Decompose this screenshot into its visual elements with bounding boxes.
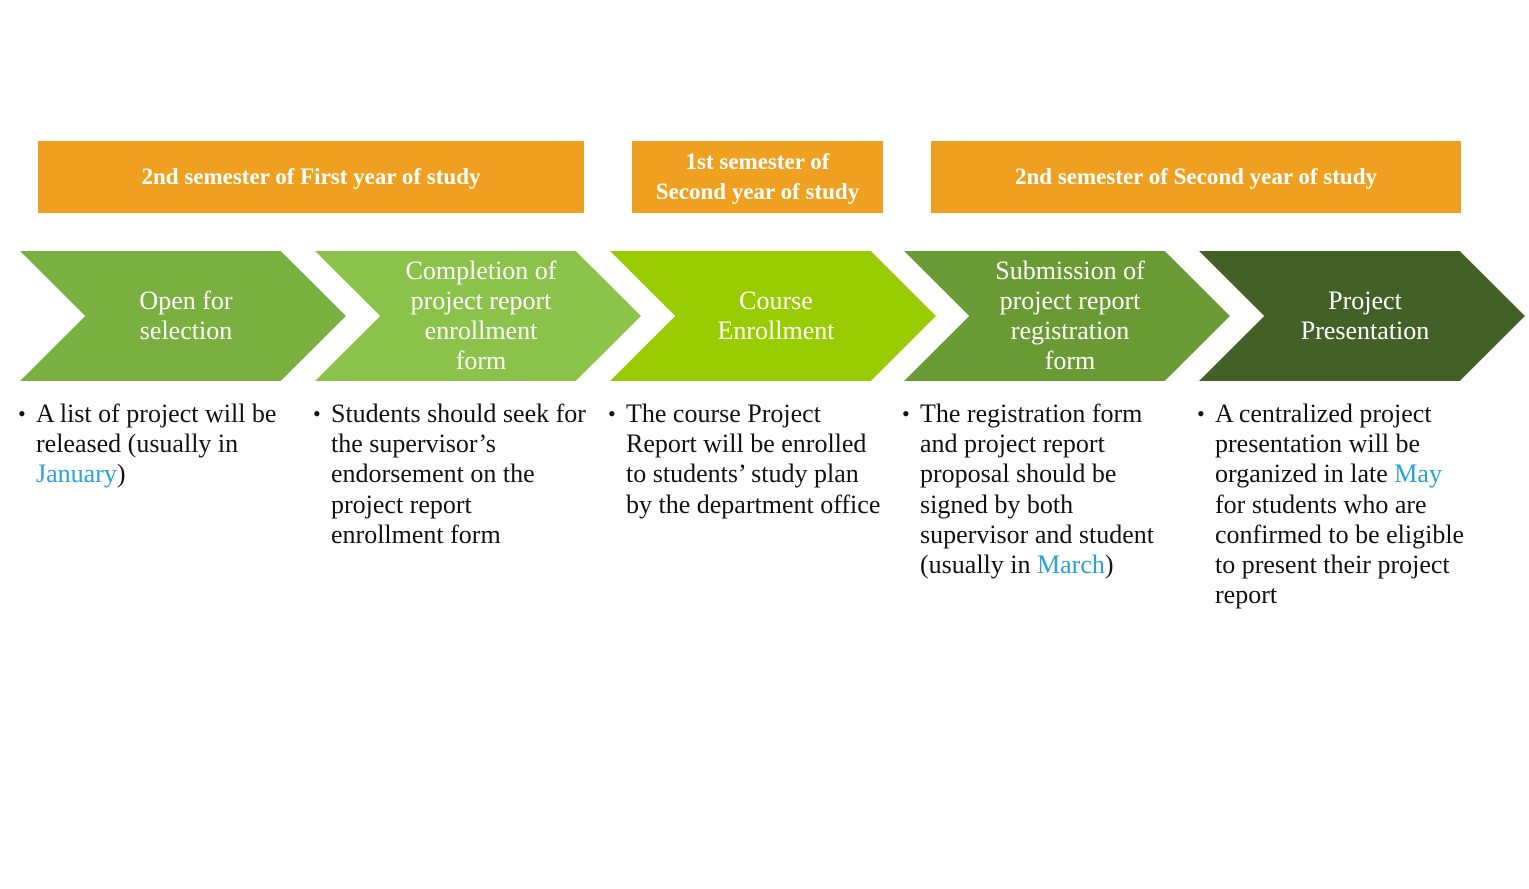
step-description-course-enrollment: • The course Project Report will be enro… xyxy=(608,399,883,520)
step-label-completion-enrollment-form: Completion of project report enrollment … xyxy=(405,256,557,375)
description-text-end: ) xyxy=(116,459,126,489)
semester-header-second-year-1st: 1st semester of Second year of study xyxy=(632,141,883,213)
step-description-project-presentation: • A centralized project presentation wil… xyxy=(1197,399,1472,610)
step-label-project-presentation: Project Presentation xyxy=(1300,286,1430,345)
bullet: • xyxy=(313,401,321,426)
bullet: • xyxy=(18,401,26,426)
description-text: The course Project Report will be enroll… xyxy=(626,399,881,519)
bullet: • xyxy=(608,401,616,426)
description-text: Students should seek for the supervisor’… xyxy=(331,399,586,549)
step-description-completion-enrollment-form: • Students should seek for the superviso… xyxy=(313,399,588,550)
step-description-open-for-selection: • A list of project will be released (us… xyxy=(18,399,293,490)
description-text: The registration form and project report… xyxy=(920,399,1154,580)
semester-header-first-year-2nd: 2nd semester of First year of study xyxy=(38,141,584,213)
description-text: A centralized project presentation will … xyxy=(1215,399,1432,489)
step-label-course-enrollment: Course Enrollment xyxy=(717,286,835,345)
step-description-submission-registration-form: • The registration form and project repo… xyxy=(902,399,1177,580)
month-highlight: January xyxy=(36,459,117,489)
description-text-end: for students who are confirmed to be eli… xyxy=(1215,489,1465,610)
semester-header-second-year-2nd: 2nd semester of Second year of study xyxy=(931,141,1461,213)
month-highlight: March xyxy=(1037,550,1105,580)
description-text-end: ) xyxy=(1104,550,1114,580)
description-text: A list of project will be released (usua… xyxy=(36,399,277,459)
month-highlight: May xyxy=(1394,459,1442,489)
step-label-open-for-selection: Open for selection xyxy=(139,286,233,345)
step-label-submission-registration-form: Submission of project report registratio… xyxy=(995,256,1145,375)
bullet: • xyxy=(1197,401,1205,426)
bullet: • xyxy=(902,401,910,426)
